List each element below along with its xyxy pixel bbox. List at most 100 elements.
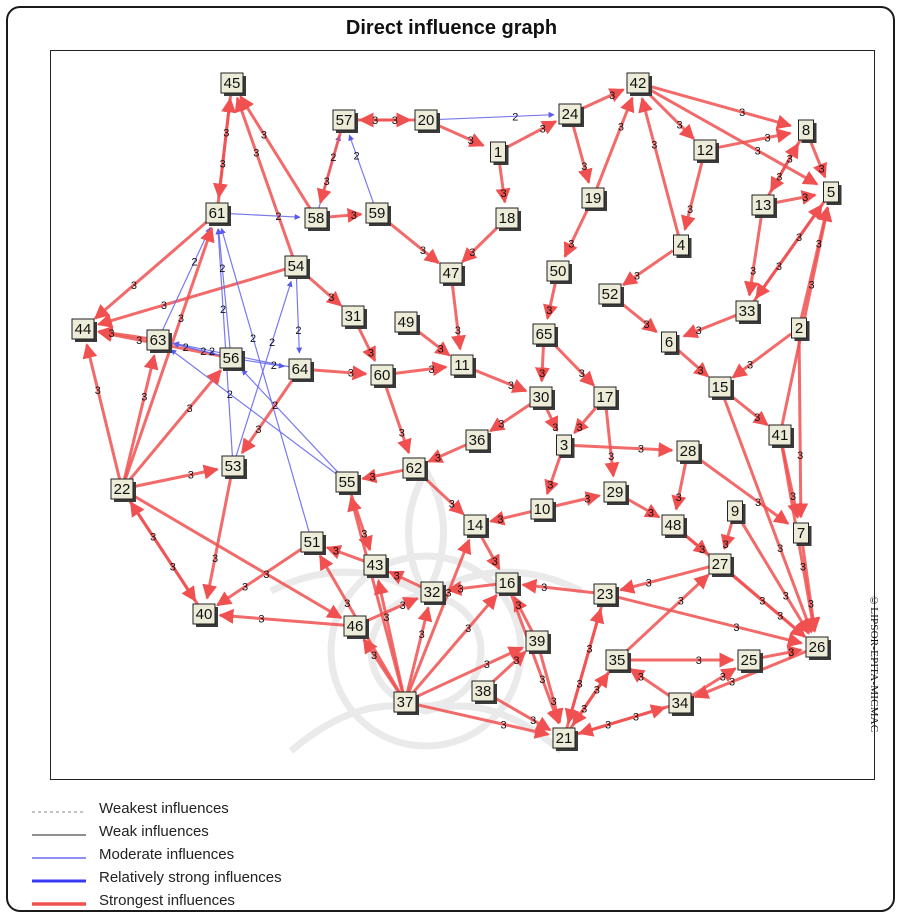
graph-node[interactable]: 46 [343,615,369,639]
edge-weight-label: 3 [777,610,783,622]
graph-node[interactable]: 18 [495,207,521,231]
graph-node[interactable]: 36 [465,429,491,453]
graph-node[interactable]: 27 [708,553,734,577]
graph-node[interactable]: 7 [793,522,812,546]
graph-node[interactable]: 54 [284,255,310,279]
graph-node[interactable]: 47 [439,262,465,286]
edge-weight-label: 3 [188,470,194,482]
graph-node[interactable]: 33 [735,300,761,324]
graph-node[interactable]: 4 [673,234,692,258]
edge-weight-label: 3 [808,599,814,611]
graph-node[interactable]: 63 [146,329,172,353]
graph-node[interactable]: 25 [737,649,763,673]
graph-node[interactable]: 2 [791,317,810,341]
graph-node-box [300,531,324,553]
graph-node[interactable]: 19 [581,187,607,211]
graph-node[interactable]: 37 [393,691,419,715]
graph-node[interactable]: 50 [546,260,572,284]
graph-node[interactable]: 26 [805,636,831,660]
graph-node[interactable]: 29 [603,481,629,505]
graph-node[interactable]: 52 [598,283,624,307]
graph-node[interactable]: 10 [530,498,556,522]
influence-edge [647,84,793,130]
graph-node[interactable]: 11 [450,354,476,378]
graph-node[interactable]: 41 [768,424,794,448]
graph-node[interactable]: 42 [626,72,652,96]
graph-node[interactable]: 60 [370,364,396,388]
influence-edge [129,492,343,620]
graph-node[interactable]: 12 [693,139,719,163]
graph-node[interactable]: 58 [304,207,330,231]
graph-node[interactable]: 64 [288,358,314,382]
graph-node[interactable]: 38 [471,680,497,704]
graph-node[interactable]: 9 [727,500,746,524]
graph-node-box [798,119,814,141]
influence-edge [295,275,303,354]
edge-weight-label: 3 [747,360,753,372]
graph-node[interactable]: 55 [335,471,361,495]
graph-node[interactable]: 3 [556,434,575,458]
influence-edge [780,444,803,519]
graph-node[interactable]: 20 [414,109,440,133]
graph-node[interactable]: 65 [532,323,558,347]
legend-swatch-moderate [32,857,86,859]
edge-weight-label: 3 [419,629,425,641]
graph-node-label: 21 [556,730,573,747]
graph-node[interactable]: 21 [552,727,578,751]
graph-node[interactable]: 35 [605,649,631,673]
graph-node-box [450,354,474,376]
graph-node[interactable]: 15 [708,376,734,400]
edge-weight-label: 3 [750,266,756,278]
influence-edge [573,442,674,458]
edge-weight-label: 3 [818,163,824,175]
graph-node-box [558,103,582,125]
graph-node[interactable]: 61 [205,202,231,226]
graph-node[interactable]: 40 [192,603,218,627]
graph-node-label: 35 [609,652,626,669]
edge-weight-label: 3 [608,451,614,463]
graph-node[interactable]: 13 [751,194,777,218]
influence-edge [363,597,419,624]
graph-node[interactable]: 51 [300,531,326,555]
edge-weight-label: 3 [816,239,822,251]
graph-node[interactable]: 44 [71,318,97,342]
graph-node[interactable]: 32 [420,581,446,605]
influence-edge [621,249,674,287]
graph-node[interactable]: 43 [363,554,389,578]
graph-node[interactable]: 53 [221,455,247,479]
graph-node[interactable]: 22 [110,478,136,502]
graph-node[interactable]: 31 [341,305,367,329]
influence-edge [595,96,635,190]
graph-node[interactable]: 5 [823,181,842,205]
graph-node[interactable]: 39 [525,630,551,654]
graph-node[interactable]: 49 [394,311,420,335]
graph-node[interactable]: 48 [661,514,687,538]
graph-node-box [335,471,359,493]
graph-node-box [793,522,809,544]
graph-node[interactable]: 28 [676,440,702,464]
graph-node[interactable]: 45 [220,72,246,96]
graph-node[interactable]: 16 [495,572,521,596]
graph-node-label: 37 [397,694,414,711]
graph-node[interactable]: 8 [798,119,817,143]
influence-edge [578,88,625,112]
edge-weight-label: 3 [577,678,583,690]
graph-node-label: 57 [336,112,353,129]
graph-node[interactable]: 34 [668,692,694,716]
graph-node[interactable]: 1 [490,141,509,165]
graph-node[interactable]: 6 [661,331,680,355]
graph-node[interactable]: 59 [365,202,391,226]
edge-weight-label: 3 [809,279,815,291]
graph-node[interactable]: 14 [463,514,489,538]
graph-node[interactable]: 17 [593,386,619,410]
graph-node[interactable]: 57 [332,109,358,133]
graph-node[interactable]: 23 [593,583,619,607]
edge-weight-label: 3 [551,696,557,708]
graph-node[interactable]: 30 [529,386,555,410]
edge-weight-label: 3 [651,140,657,152]
graph-node[interactable]: 56 [219,347,245,371]
legend-label-weak: Weak influences [99,823,209,840]
graph-node[interactable]: 62 [402,457,428,481]
graph-node-box [668,692,692,714]
graph-node[interactable]: 24 [558,103,584,127]
